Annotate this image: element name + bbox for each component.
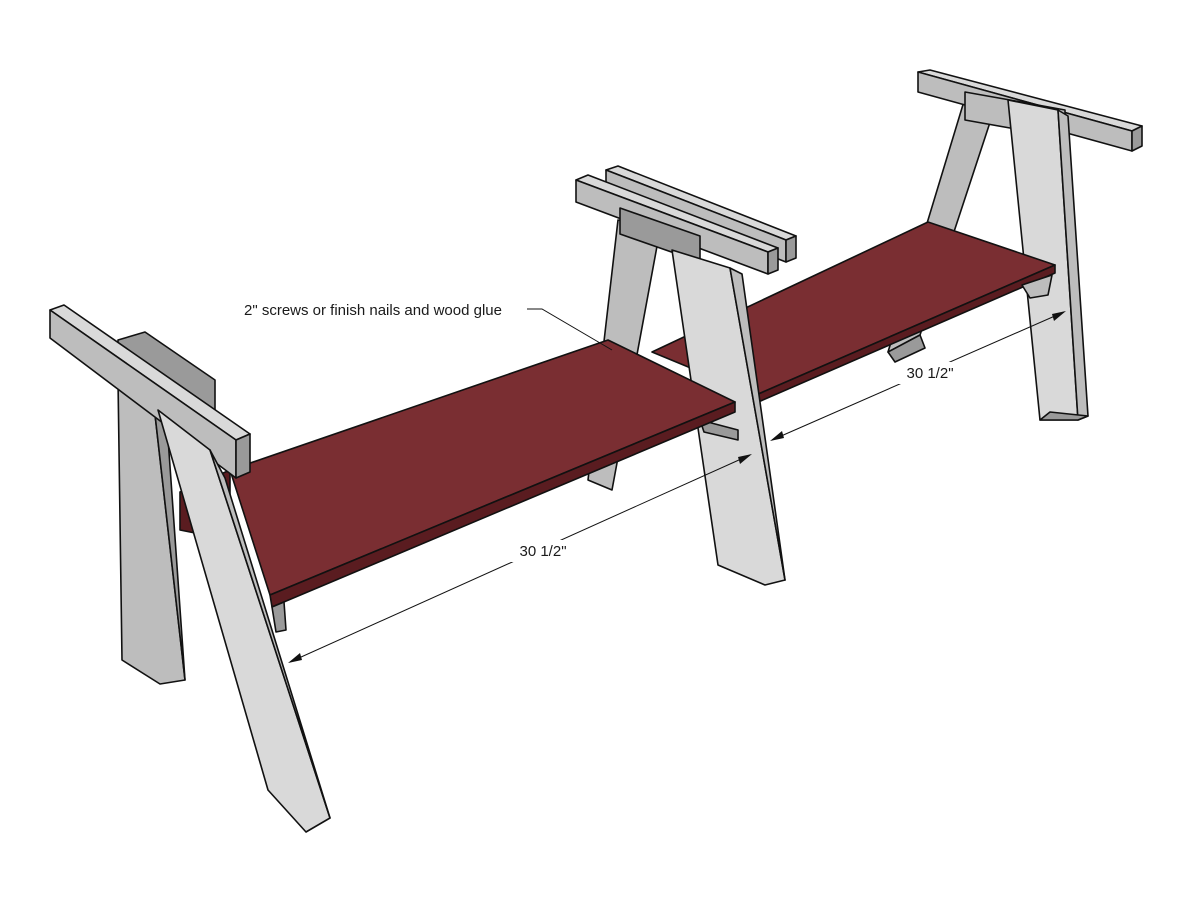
fastener-note: 2" screws or finish nails and wood glue bbox=[244, 302, 502, 319]
dimension-right-arrow-start bbox=[770, 431, 784, 441]
sawhorse-right-back-leg-side bbox=[887, 334, 926, 363]
sawhorse-right-rail-end bbox=[1131, 125, 1143, 152]
seat-board-left-edge bbox=[269, 401, 736, 608]
dimension-left-label: 30 1/2" bbox=[519, 543, 566, 560]
seat-board-right-stub-back bbox=[1021, 274, 1053, 299]
sawhorse-left-front-leg-side bbox=[209, 449, 331, 819]
sawhorse-left-stub bbox=[271, 601, 287, 633]
sawhorse-left bbox=[49, 304, 331, 833]
seat-board-left bbox=[179, 339, 736, 608]
dimension-right-arrow-end bbox=[1052, 311, 1066, 321]
sawhorse-left-front-leg bbox=[157, 409, 331, 833]
sawhorse-middle-front-leg bbox=[671, 249, 786, 586]
fastener-leader-line bbox=[527, 308, 613, 351]
dimension-left-arrow-start bbox=[288, 653, 302, 663]
sawhorse-middle-front bbox=[671, 249, 786, 586]
sawhorse-left-rail-end bbox=[235, 433, 251, 479]
sawhorse-middle-front-rail-end bbox=[767, 247, 779, 275]
sawhorse-middle-back-rail-end bbox=[785, 235, 797, 263]
sawhorse-middle-front-leg-side bbox=[729, 267, 786, 581]
dimension-right-label-bg bbox=[898, 362, 962, 384]
sawhorse-right-front-leg-foot bbox=[1039, 411, 1089, 421]
sawhorse-middle-under-block bbox=[699, 419, 739, 441]
dimension-left-arrow-end bbox=[738, 454, 752, 464]
seat-board-left-top bbox=[229, 339, 736, 596]
fastener-callout: 2" screws or finish nails and wood glue bbox=[244, 302, 613, 351]
dimension-left-label-bg bbox=[510, 540, 576, 562]
dimension-left: 30 1/2" bbox=[288, 454, 752, 663]
dimension-right: 30 1/2" bbox=[770, 311, 1066, 441]
dimension-right-label: 30 1/2" bbox=[906, 365, 953, 382]
